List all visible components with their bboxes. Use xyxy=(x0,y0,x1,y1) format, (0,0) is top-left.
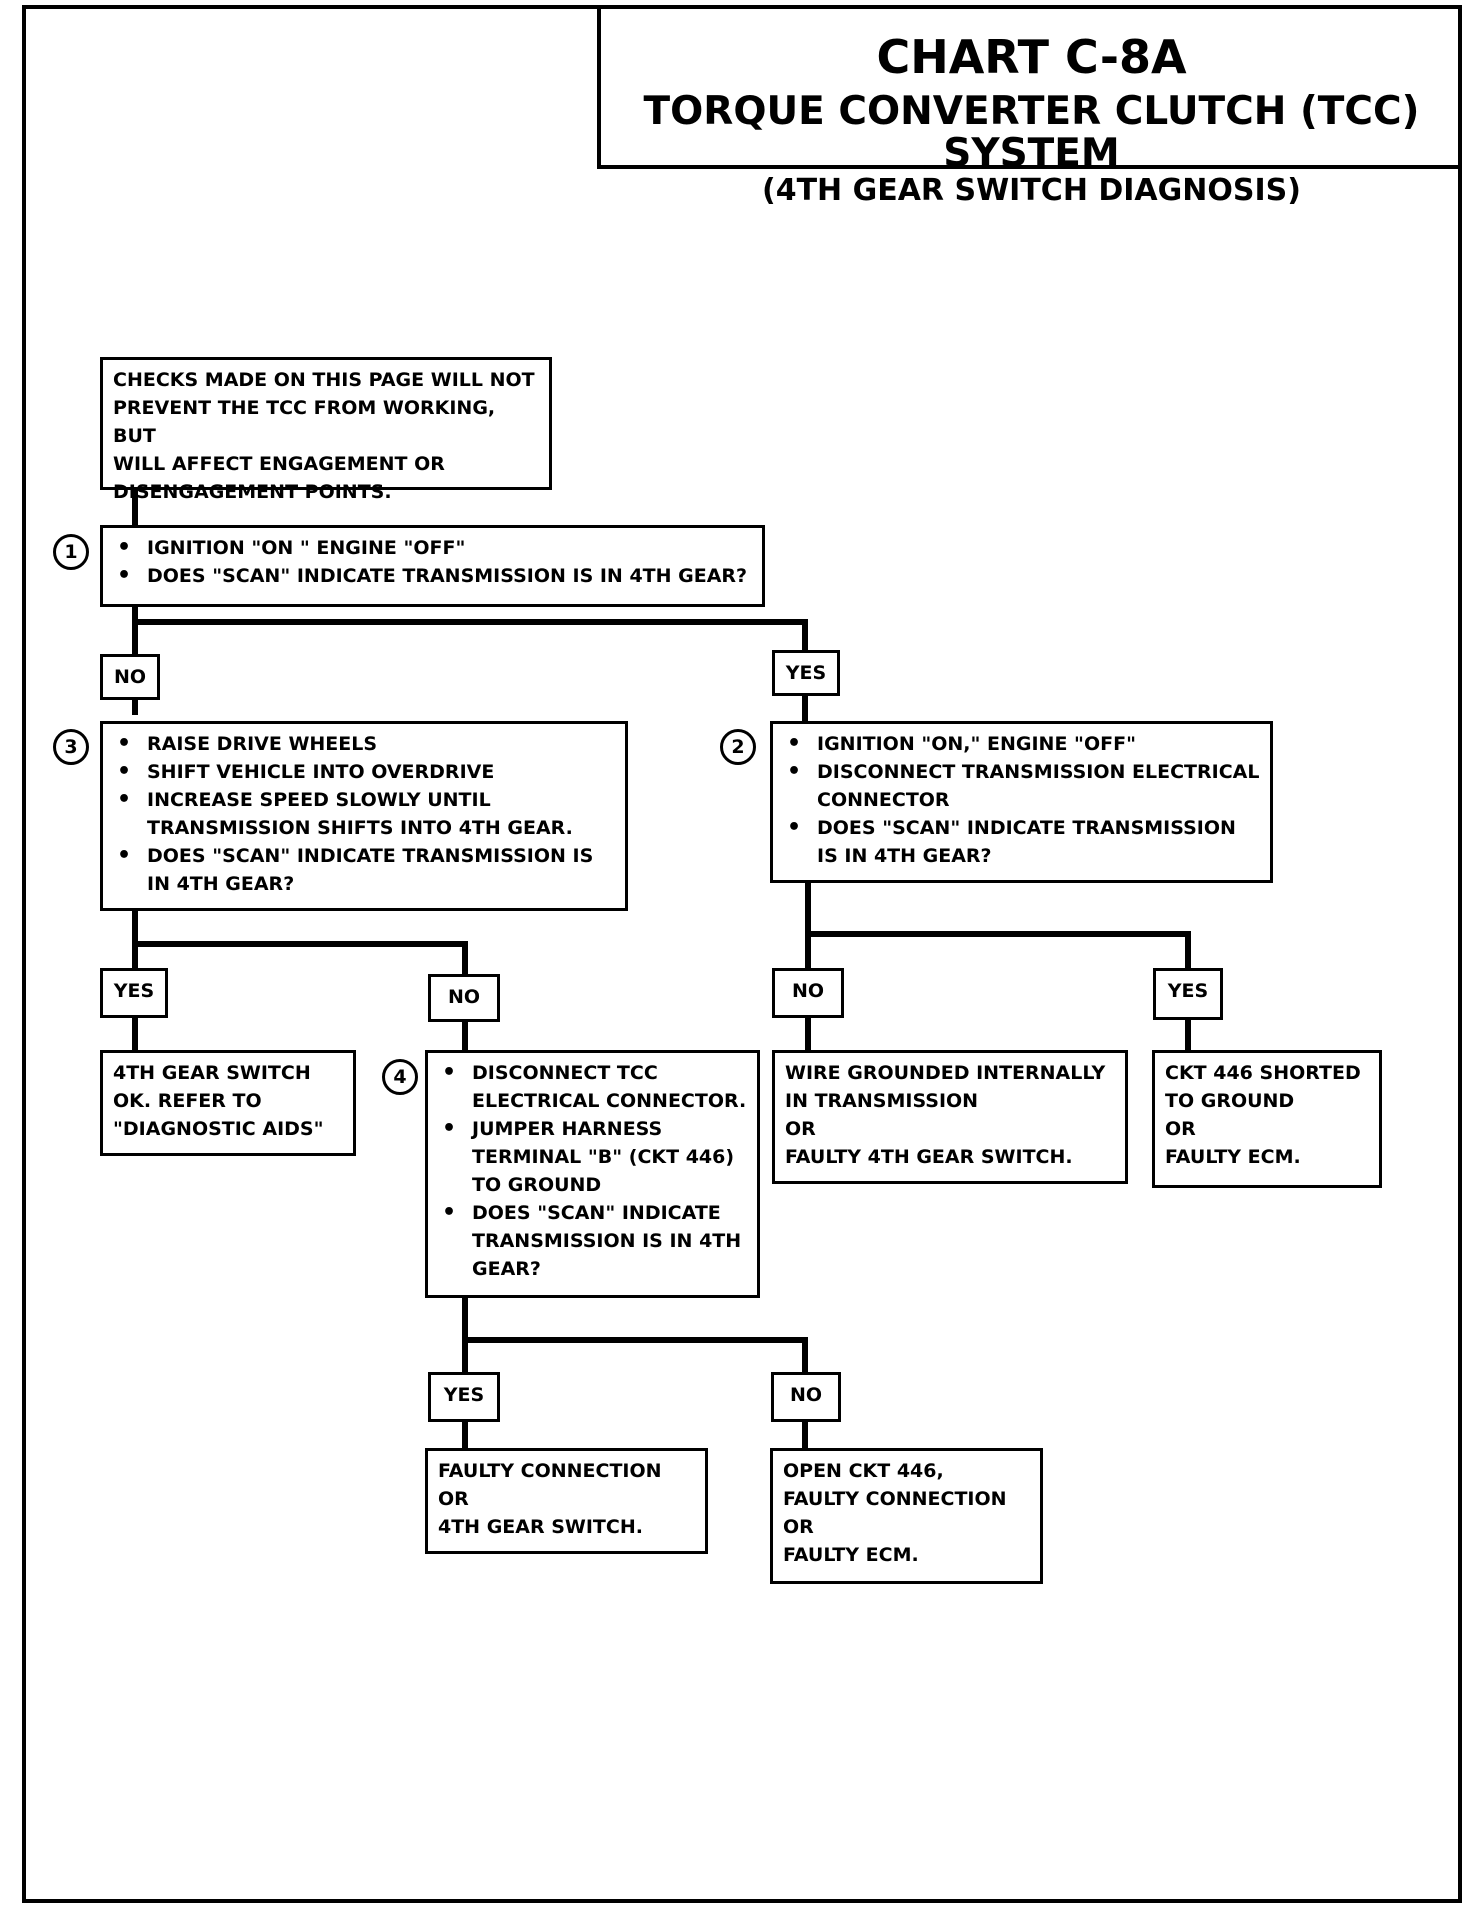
step-3-marker: 3 xyxy=(53,729,89,765)
step-2-yes-label: YES xyxy=(1153,968,1223,1020)
result-line: OK. REFER TO xyxy=(113,1090,262,1112)
title-block: CHART C-8A TORQUE CONVERTER CLUTCH (TCC)… xyxy=(597,5,1462,207)
result-line: "DIAGNOSTIC AIDS" xyxy=(113,1118,324,1140)
result-line: 4TH GEAR SWITCH. xyxy=(438,1516,643,1538)
step-3-bullet: DOES "SCAN" INDICATE TRANSMISSION IS IN … xyxy=(113,842,615,898)
step-4-no-label: NO xyxy=(771,1372,841,1422)
step-1-bullet: IGNITION "ON " ENGINE "OFF" xyxy=(113,534,752,562)
result-ckt-shorted: CKT 446 SHORTED TO GROUND OR FAULTY ECM. xyxy=(1152,1050,1382,1188)
intro-line: WILL AFFECT ENGAGEMENT OR xyxy=(113,453,445,475)
intro-line: PREVENT THE TCC FROM WORKING, BUT xyxy=(113,397,496,447)
result-line: OR xyxy=(785,1118,816,1140)
intro-line: DISENGAGEMENT POINTS. xyxy=(113,481,392,503)
result-switch-ok: 4TH GEAR SWITCH OK. REFER TO "DIAGNOSTIC… xyxy=(100,1050,356,1156)
intro-line: CHECKS MADE ON THIS PAGE WILL NOT xyxy=(113,369,535,391)
result-line: OR xyxy=(783,1516,814,1538)
step-3-bullet: INCREASE SPEED SLOWLY UNTIL TRANSMISSION… xyxy=(113,786,615,842)
result-line: OPEN CKT 446, xyxy=(783,1460,944,1482)
result-faulty-connection: FAULTY CONNECTION OR 4TH GEAR SWITCH. xyxy=(425,1448,708,1554)
step-1-box: IGNITION "ON " ENGINE "OFF" DOES "SCAN" … xyxy=(100,525,765,607)
step-2-no-label: NO xyxy=(772,968,844,1018)
chart-subtitle: (4TH GEAR SWITCH DIAGNOSIS) xyxy=(762,173,1301,208)
step-4-bullet: DOES "SCAN" INDICATE TRANSMISSION IS IN … xyxy=(438,1199,747,1283)
step-4-bullet: JUMPER HARNESS TERMINAL "B" (CKT 446) TO… xyxy=(438,1115,747,1199)
step-3-bullet: RAISE DRIVE WHEELS xyxy=(113,730,615,758)
chart-title: TORQUE CONVERTER CLUTCH (TCC) SYSTEM xyxy=(643,89,1420,176)
result-line: 4TH GEAR SWITCH xyxy=(113,1062,311,1084)
result-line: FAULTY CONNECTION xyxy=(783,1488,1007,1510)
step-2-box: IGNITION "ON," ENGINE "OFF" DISCONNECT T… xyxy=(770,721,1273,883)
result-line: WIRE GROUNDED INTERNALLY xyxy=(785,1062,1106,1084)
page-frame xyxy=(22,5,1462,1903)
step-2-marker: 2 xyxy=(720,729,756,765)
intro-note: CHECKS MADE ON THIS PAGE WILL NOT PREVEN… xyxy=(100,357,552,503)
step-3-no-label: NO xyxy=(428,974,500,1022)
result-line: FAULTY CONNECTION xyxy=(438,1460,662,1482)
result-wire-grounded: WIRE GROUNDED INTERNALLY IN TRANSMISSION… xyxy=(772,1050,1128,1184)
chart-id: CHART C-8A xyxy=(876,30,1187,84)
step-2-bullet: DISCONNECT TRANSMISSION ELECTRICAL CONNE… xyxy=(783,758,1260,814)
step-3-yes-label: YES xyxy=(100,968,168,1018)
result-line: OR xyxy=(1165,1118,1196,1140)
step-1-yes-label: YES xyxy=(772,650,840,696)
result-open-ckt: OPEN CKT 446, FAULTY CONNECTION OR FAULT… xyxy=(770,1448,1043,1584)
result-line: OR xyxy=(438,1488,469,1510)
step-1-marker: 1 xyxy=(53,534,89,570)
result-line: FAULTY ECM. xyxy=(783,1544,919,1566)
step-2-bullet: DOES "SCAN" INDICATE TRANSMISSION IS IN … xyxy=(783,814,1260,870)
step-2-bullet: IGNITION "ON," ENGINE "OFF" xyxy=(783,730,1260,758)
result-line: FAULTY 4TH GEAR SWITCH. xyxy=(785,1146,1073,1168)
result-line: TO GROUND xyxy=(1165,1090,1295,1112)
step-4-yes-label: YES xyxy=(428,1372,500,1422)
step-1-bullet: DOES "SCAN" INDICATE TRANSMISSION IS IN … xyxy=(113,562,752,590)
step-3-bullet: SHIFT VEHICLE INTO OVERDRIVE xyxy=(113,758,615,786)
step-4-marker: 4 xyxy=(382,1059,418,1095)
step-1-no-label: NO xyxy=(100,654,160,700)
result-line: CKT 446 SHORTED xyxy=(1165,1062,1361,1084)
result-line: FAULTY ECM. xyxy=(1165,1146,1301,1168)
step-4-bullet: DISCONNECT TCC ELECTRICAL CONNECTOR. xyxy=(438,1059,747,1115)
step-4-box: DISCONNECT TCC ELECTRICAL CONNECTOR. JUM… xyxy=(425,1050,760,1298)
result-line: IN TRANSMISSION xyxy=(785,1090,979,1112)
step-3-box: RAISE DRIVE WHEELS SHIFT VEHICLE INTO OV… xyxy=(100,721,628,911)
